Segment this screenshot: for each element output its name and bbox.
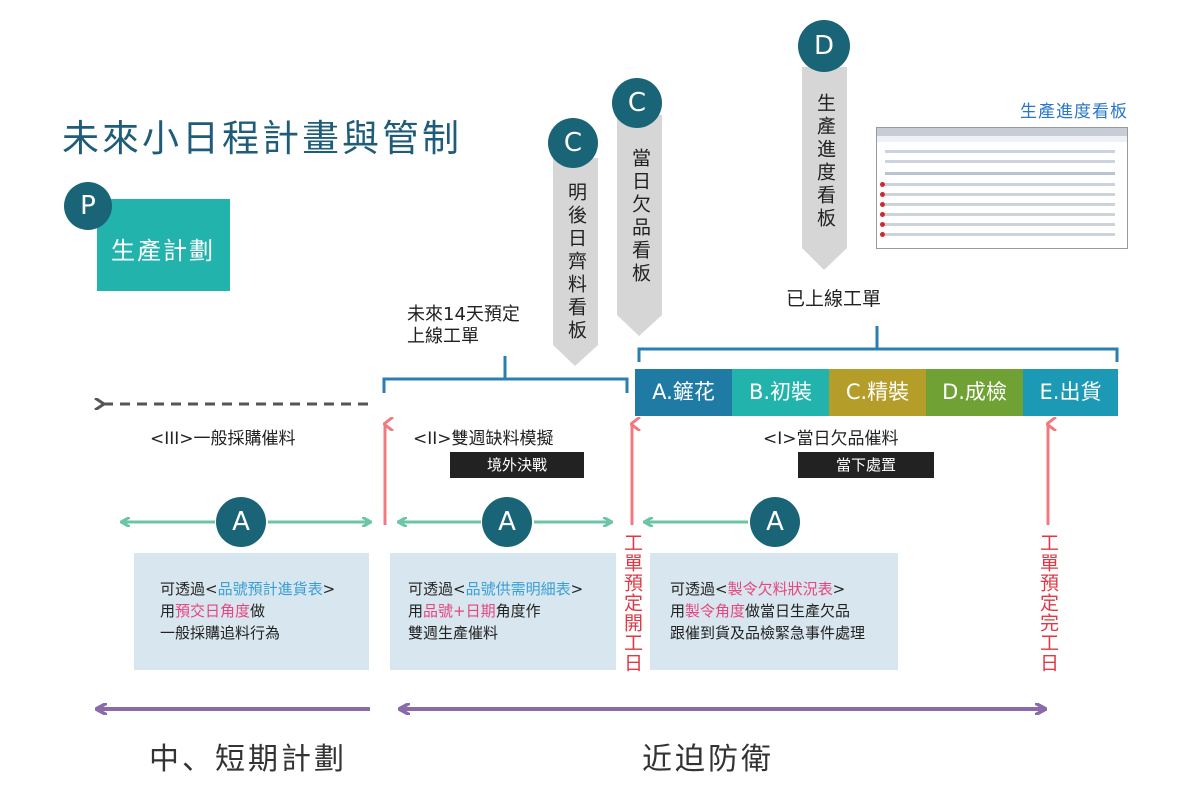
stage-d: D.成檢	[926, 369, 1023, 416]
pointer-d-text: 生產進度看板	[814, 93, 836, 231]
imminent-defense: 近迫防衛	[642, 742, 774, 777]
stage-a: A.鏟花	[635, 369, 732, 416]
mid-short-term-plan: 中、短期計劃	[149, 742, 347, 777]
info-box-1: 可透過<品號預計進貨表> 用預交日角度做 一般採購追料行為	[134, 553, 369, 670]
info-box-3: 可透過<製令欠料狀況表> 用製令角度做當日生產欠品 跟催到貨及品檢緊急事件處理	[650, 553, 898, 670]
stage-b: B.初裝	[732, 369, 829, 416]
badge-a3: A	[750, 497, 800, 547]
badge-c1: C	[548, 118, 598, 168]
section-ii: <II>雙週缺料模擬	[413, 429, 554, 449]
pointer-d	[802, 67, 847, 270]
badge-a2: A	[482, 497, 532, 547]
pointer-c1	[553, 158, 598, 366]
info-box-2: 可透過<品號供需明細表> 用品號+日期角度作 雙週生產催料	[390, 553, 616, 670]
badge-c2: C	[612, 78, 662, 128]
pointer-c2	[617, 115, 662, 336]
bracket-online	[637, 326, 1119, 362]
production-plan-label: 生產計劃	[111, 237, 215, 265]
pointer-c2-text: 當日欠品看板	[629, 148, 651, 286]
stage-e: E.出貨	[1023, 369, 1118, 416]
page-title: 未來小日程計畫與管制	[62, 117, 462, 160]
badge-d: D	[798, 20, 850, 72]
milestone-start: 工單預定開工日	[621, 533, 643, 673]
stage-c: C.精裝	[829, 369, 926, 416]
section-iii: <III>一般採購催料	[150, 429, 296, 449]
pointer-c1-text: 明後日齊料看板	[565, 182, 587, 343]
tag-overseas: 境外決戰	[450, 452, 584, 478]
tag-immediate: 當下處置	[798, 452, 934, 478]
dashboard-title: 生產進度看板	[1020, 102, 1128, 122]
future-orders-label: 未來14天預定 上線工單	[407, 304, 520, 347]
online-orders-label: 已上線工單	[786, 288, 882, 310]
section-i: <I>當日欠品催料	[763, 429, 899, 449]
milestone-end: 工單預定完工日	[1037, 533, 1059, 673]
dashboard-thumbnail	[876, 127, 1128, 249]
badge-a1: A	[216, 497, 266, 547]
production-plan-box: 生產計劃	[97, 199, 230, 291]
bracket-future	[382, 356, 629, 393]
badge-p: P	[64, 182, 112, 230]
